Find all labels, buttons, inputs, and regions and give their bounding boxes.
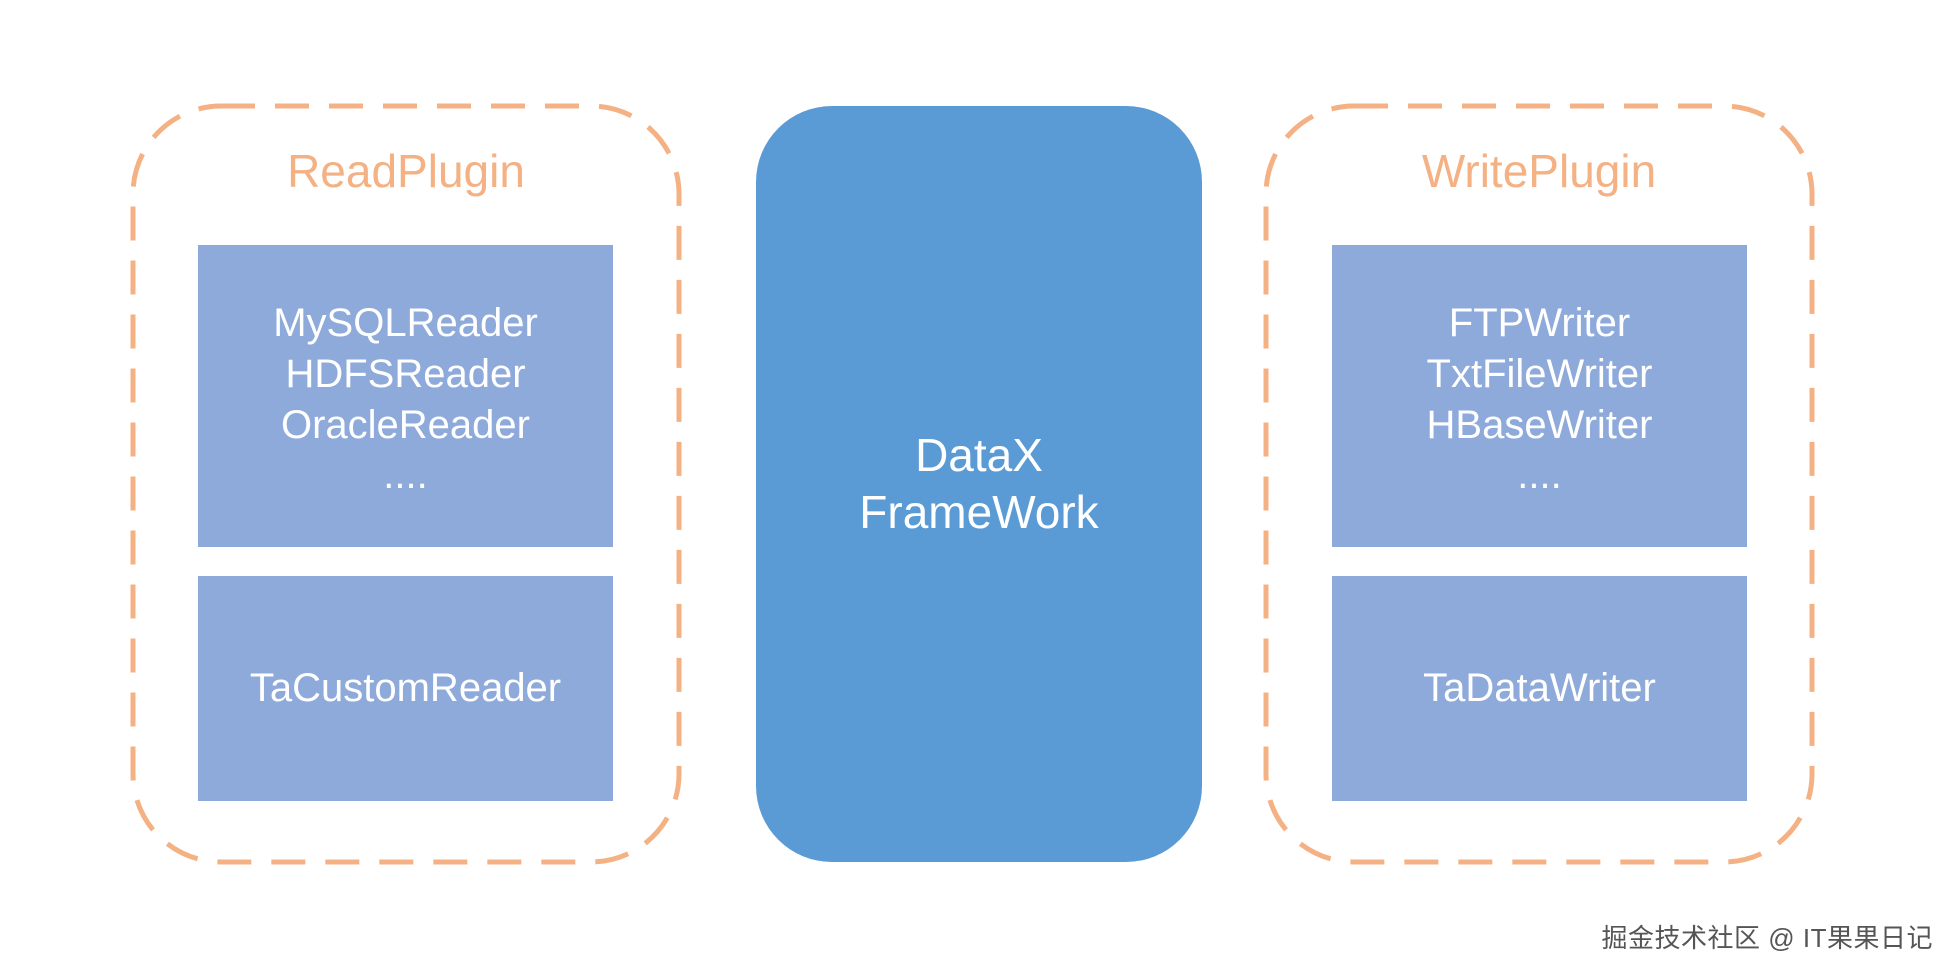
watermark: 掘金技术社区 @ IT果果日记 [1601,923,1933,953]
write-plugin-title: WritePlugin [1421,145,1657,197]
reader-item: MySQLReader [273,300,538,345]
write-plugin-group-outline [1263,103,1815,865]
custom-reader-box: TaCustomReader [198,576,613,801]
reader-item: HDFSReader [285,351,526,396]
writer-item: FTPWriter [1448,300,1631,345]
writer-item: TxtFileWriter [1426,351,1653,396]
custom-writer-label: TaDataWriter [1423,666,1656,710]
writer-item: HBaseWriter [1426,402,1653,447]
builtin-readers-box: MySQLReader HDFSReader OracleReader .... [198,245,613,547]
datax-framework-box: DataX FrameWork [756,106,1202,862]
read-plugin-group-outline [130,103,682,865]
custom-reader-label: TaCustomReader [249,666,562,710]
reader-item: OracleReader [280,402,530,447]
builtin-writers-box: FTPWriter TxtFileWriter HBaseWriter .... [1332,245,1747,547]
reader-item-ellipsis: .... [383,452,428,497]
core-title-line: DataX [915,429,1043,481]
custom-writer-box: TaDataWriter [1332,576,1747,801]
read-plugin-title: ReadPlugin [287,145,525,197]
writer-item-ellipsis: .... [1517,452,1562,497]
core-title-line: FrameWork [859,486,1099,538]
